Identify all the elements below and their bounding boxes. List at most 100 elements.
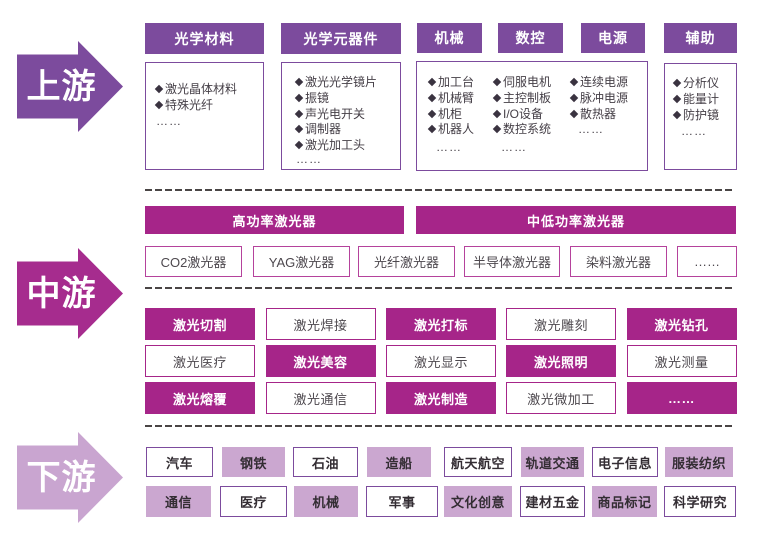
diamond-bullet-icon [427,125,437,134]
category-header-label: 数控 [515,30,546,46]
application-label: …… [668,390,695,406]
diamond-bullet-icon [569,77,579,87]
laser-type-box: 染料激光器 [570,246,667,277]
optical-materials-more: …… [156,114,182,130]
list-item: 主控制板 [492,91,551,107]
diamond-bullet-icon [294,77,304,87]
power-bar-label: 中低功率激光器 [526,213,625,229]
industry-cell: 电子信息 [592,447,658,477]
industry-cell: 医疗 [220,486,287,517]
industry-cell: 造船 [367,447,431,477]
diamond-bullet-icon [492,125,502,134]
diamond-bullet-icon [294,109,304,118]
laser-type-label: YAG激光器 [268,255,335,270]
industry-cell: 石油 [293,447,358,477]
industry-cell: 服装纺织 [665,447,733,477]
optical-materials-list: 激光晶体材料 特殊光纤 [154,82,237,114]
right-arrow-icon [17,41,123,132]
list-item: 激光加工头 [294,138,377,154]
right-arrow-icon [17,432,123,523]
application-label: 激光打标 [413,317,468,333]
application-cell: 激光美容 [265,345,376,377]
application-cell: 激光医疗 [145,345,255,377]
category-header-label: 光学元器件 [303,30,379,47]
category-header: 光学材料 [145,23,264,54]
industry-label: 医疗 [239,495,267,510]
diamond-bullet-icon [294,125,304,134]
list-item: 机柜 [427,107,474,123]
auxiliary-more: …… [674,124,707,140]
diamond-bullet-icon [492,93,502,103]
diamond-bullet-icon [294,93,304,103]
diamond-bullet-icon [492,109,502,118]
downstream-arrow-label: 下游 [26,458,97,497]
diamond-bullet-icon [427,109,437,118]
ellipsis-text: …… [681,124,707,138]
category-header: 光学元器件 [281,23,401,54]
category-header-label: 机械 [434,30,465,46]
right-arrow-icon [17,248,123,339]
application-label: 激光钻孔 [654,317,709,333]
dashed-separator [145,287,733,289]
application-label: 激光制造 [413,391,468,407]
list-item: 激光光学镜片 [294,75,377,91]
category-header: 机械 [417,23,482,53]
list-item: 调制器 [294,122,377,138]
laser-type-label: 半导体激光器 [472,255,551,270]
ellipsis-text: …… [436,140,462,154]
category-header-label: 辅助 [685,30,716,46]
dashed-separator [145,189,733,191]
list-item: I/O设备 [492,107,551,123]
diamond-bullet-icon [492,77,502,87]
application-label: 激光医疗 [172,354,227,370]
list-item: 激光晶体材料 [154,82,237,98]
application-cell: …… [626,382,737,414]
industry-label: 石油 [311,455,339,471]
application-cell: 激光通信 [265,382,376,414]
industry-cell: 科学研究 [664,486,736,517]
application-cell: 激光切割 [145,308,255,340]
laser-type-box: CO2激光器 [145,246,242,277]
power-more: …… [571,122,604,138]
upstream-arrow-label: 上游 [26,67,97,106]
optical-components-more: …… [296,152,322,168]
downstream-arrow: 下游 [17,432,123,523]
list-item: 特殊光纤 [154,98,237,114]
diamond-bullet-icon [427,93,437,103]
application-cell: 激光焊接 [265,308,376,340]
power-bar-label: 高功率激光器 [232,213,317,229]
diamond-bullet-icon [294,140,304,150]
category-header-label: 光学材料 [174,30,235,47]
laser-type-label: …… [694,254,720,269]
diamond-bullet-icon [427,77,437,87]
machine-list: 加工台 机械臂 机柜 机器人 [427,75,474,138]
category-header-label: 电源 [598,30,628,46]
industry-cell: 军事 [366,486,438,517]
industry-label: 汽车 [165,455,193,471]
application-label: 激光切割 [172,317,227,333]
diamond-bullet-icon [672,78,682,88]
ellipsis-text: …… [501,140,527,154]
list-item: 连续电源 [569,75,628,91]
ellipsis-text: …… [578,122,604,136]
list-item: 加工台 [427,75,474,91]
industry-label: 军事 [388,495,416,510]
category-header: 数控 [498,23,563,53]
ellipsis-text: …… [156,114,182,128]
industry-label: 钢铁 [239,455,267,471]
diamond-bullet-icon [569,109,579,118]
application-cell: 激光雕刻 [506,308,616,340]
diamond-bullet-icon [569,93,579,103]
list-item: 振镜 [294,91,377,107]
industry-label: 电子信息 [597,455,652,471]
industry-label: 文化创意 [450,495,505,510]
application-label: 激光显示 [413,354,468,370]
laser-type-box: YAG激光器 [253,246,350,277]
category-header: 电源 [581,23,645,53]
power-bar: 高功率激光器 [145,206,404,234]
dashed-separator [145,425,733,427]
machine-more: …… [429,140,462,156]
application-cell: 激光打标 [386,308,496,340]
application-cell: 激光熔覆 [145,382,255,414]
industry-label: 轨道交通 [525,455,580,471]
